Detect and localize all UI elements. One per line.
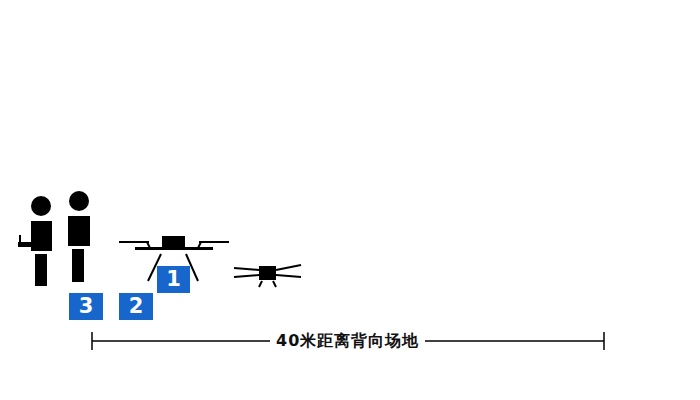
drone-body [259, 266, 276, 280]
dimension-tick [91, 332, 93, 350]
drone-arm [234, 268, 259, 270]
drone-body [162, 236, 185, 247]
drone-arm [276, 265, 301, 270]
callout-number: 2 [119, 293, 153, 320]
person-head [31, 196, 51, 216]
callout-number: 1 [157, 266, 190, 293]
drone-leg [259, 281, 262, 287]
callout-number: 3 [69, 293, 103, 320]
drone-rotor [119, 241, 149, 243]
person-legs [72, 249, 84, 282]
dimension-label: 40米距离背向场地 [270, 331, 425, 351]
drone-arm [234, 275, 259, 277]
drone-arm [135, 247, 213, 250]
person-body [31, 221, 52, 251]
person-head [69, 191, 89, 211]
person-legs [35, 254, 47, 286]
dimension-tick [603, 332, 605, 350]
controller-antenna [19, 235, 21, 243]
person-body [68, 216, 90, 246]
drone-leg [273, 281, 276, 287]
drone-rotor [199, 241, 229, 243]
drone-arm [276, 275, 301, 277]
